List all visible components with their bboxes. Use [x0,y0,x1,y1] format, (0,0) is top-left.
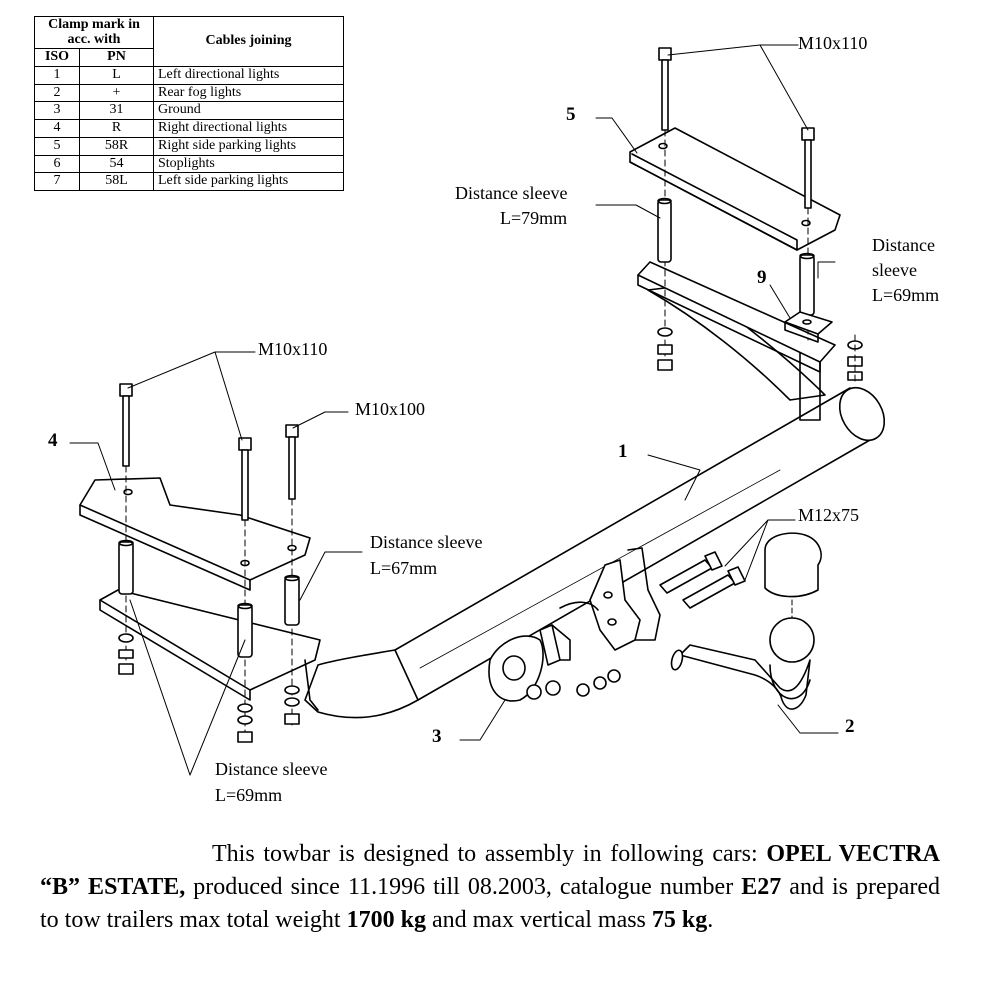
ball-mount-flange [559,547,661,651]
nuts-washers-right [657,327,863,386]
sleeve-label-79-line2: L=79mm [500,208,568,228]
table-row: 2 + Rear fog lights [34,83,344,103]
table-row: 4 R Right directional lights [34,119,344,138]
sleeve-label-69r-line3: L=69mm [872,285,940,305]
clamp-mark-header: Clamp mark in acc. with [34,15,154,50]
spacer-plate-9 [784,311,833,343]
cable-cell: Right directional lights [153,119,344,138]
sleeve-label-79-line1: Distance sleeve [455,183,568,203]
bolt-label-m12x75: M12x75 [798,505,860,525]
desc-end: . [707,907,714,933]
sleeve-label-67-line2: L=67mm [370,558,438,578]
cables-joining-header: Cables joining [153,15,344,68]
desc-tow-text: and is prepared to tow trailers max tota… [40,874,940,933]
desc-catalog-number: E27 [741,874,782,900]
lower-right-plate [637,261,836,373]
bolt-label-m10x110-left: M10x110 [258,339,328,359]
left-lower-plate [99,589,321,711]
cable-cell: Left side parking lights [153,172,344,191]
pn-cell: 58L [79,172,154,191]
part-number-5: 5 [566,104,576,125]
crossbar-tube [304,386,886,719]
distance-sleeve-69-left-b [237,602,253,658]
desc-vertical-text: and max vertical mass [425,907,652,933]
part-number-3: 3 [432,726,442,747]
table-row: 7 58L Left side parking lights [34,172,344,191]
sleeve-label-69l-line2: L=69mm [215,785,283,805]
distance-sleeve-79 [657,197,672,263]
bolt-label-m10x100-left: M10x100 [355,399,426,419]
desc-intro: This towbar is designed to assembly in f… [212,841,758,867]
sleeve-label-67-line1: Distance sleeve [370,532,483,552]
cable-cell: Right side parking lights [153,136,344,156]
bolts-m12x75 [659,551,746,609]
leader-lines [69,44,839,776]
cable-cell: Rear fog lights [153,83,344,103]
part-number-1: 1 [618,441,628,462]
distance-sleeve-67 [284,574,300,626]
table-row: 6 54 Stoplights [34,154,344,174]
desc-car-model: OPEL VECTRA “B” ESTATE, [40,841,941,900]
nuts-washers-left [118,633,300,743]
desc-vertical-mass: 75 kg [651,907,708,933]
bolt-label-m10x110-right: M10x110 [798,33,868,53]
distance-sleeve-69-right [799,252,815,316]
part-number-4: 4 [48,430,58,451]
table-row: 5 58R Right side parking lights [34,136,344,156]
desc-production: produced since 11.1996 till 08.2003, cat… [185,874,742,900]
socket-plate [488,624,571,702]
top-right-plate [629,127,841,251]
desc-max-weight: 1700 kg [346,907,426,933]
distance-sleeve-69-left-a [118,539,134,595]
iso-header: ISO [34,48,80,68]
sleeve-label-69r-line2: sleeve [872,260,917,280]
bolt-m10x110-left-a [119,383,133,661]
part-number-2: 2 [845,716,855,737]
sleeve-label-69l-line1: Distance sleeve [215,759,328,779]
small-nuts-washers [526,669,621,700]
left-upper-plate [79,477,311,591]
tow-ball [670,532,822,710]
part-number-9: 9 [757,267,767,288]
fitment-description: This towbar is designed to assembly in f… [40,838,940,937]
table-row: 3 31 Ground [34,101,344,121]
towbar-exploded-diagram [69,44,886,776]
sleeve-label-69r-line1: Distance [872,235,935,255]
cable-cell: Stoplights [153,154,344,174]
clamp-wiring-table: Clamp mark in acc. with Cables joining I… [34,15,344,191]
